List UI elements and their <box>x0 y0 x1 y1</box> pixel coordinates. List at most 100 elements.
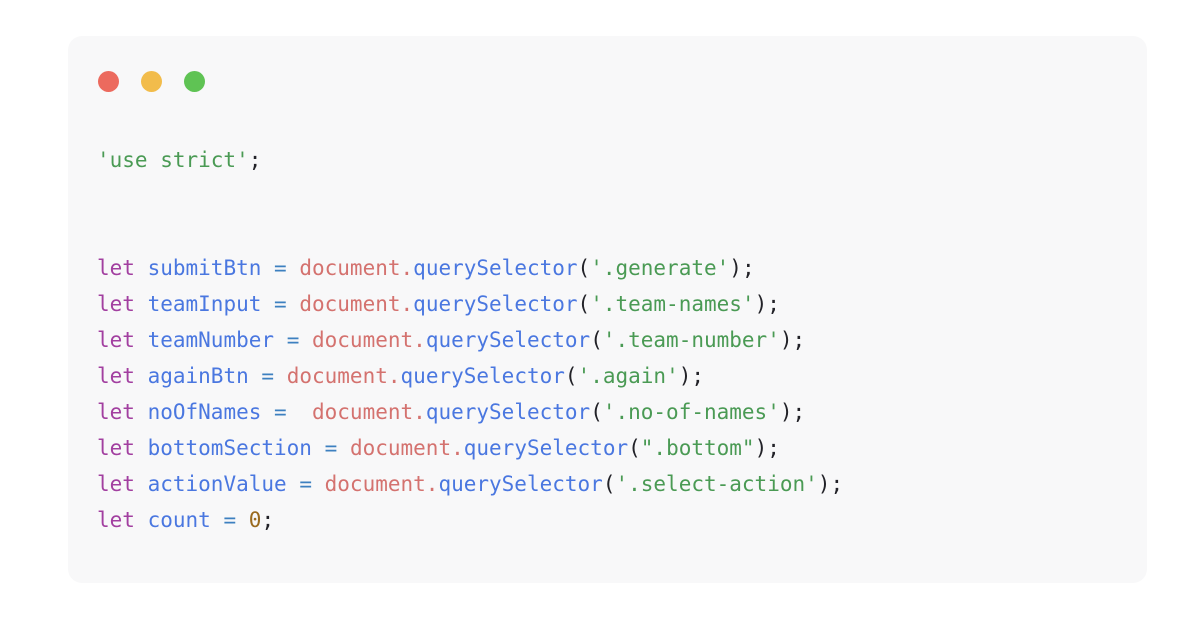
code-token-punct: ; <box>261 508 275 532</box>
code-token-plain <box>135 328 148 352</box>
code-token-operator: = <box>299 472 312 496</box>
code-token-property: querySelector <box>463 436 629 460</box>
code-token-variable: againBtn <box>147 364 249 388</box>
code-line: let againBtn = document.querySelector('.… <box>97 358 1137 394</box>
code-token-punct: ) <box>779 328 793 352</box>
code-line: let submitBtn = document.querySelector('… <box>97 250 1137 286</box>
code-token-plain <box>236 508 249 532</box>
close-dot[interactable] <box>98 71 119 92</box>
code-token-string: '.again' <box>577 364 679 388</box>
code-token-keyword: let <box>97 400 135 424</box>
code-token-operator: = <box>274 292 287 316</box>
code-token-punct: ) <box>779 400 793 424</box>
code-token-property: querySelector <box>438 472 603 496</box>
code-token-keyword: let <box>97 256 135 280</box>
code-token-string: '.generate' <box>590 256 730 280</box>
code-line: let noOfNames = document.querySelector('… <box>97 394 1137 430</box>
code-token-plain <box>135 364 148 388</box>
code-token-string: 'use strict' <box>97 148 249 172</box>
code-token-operator: = <box>274 256 287 280</box>
code-token-punct: ; <box>691 364 705 388</box>
code-token-object: . <box>400 292 414 316</box>
code-token-punct: ; <box>792 400 806 424</box>
code-token-plain <box>261 292 274 316</box>
code-token-keyword: let <box>97 364 135 388</box>
code-token-string: '.select-action' <box>615 472 818 496</box>
code-token-plain <box>299 328 312 352</box>
code-token-plain <box>249 364 262 388</box>
code-token-variable: teamInput <box>147 292 262 316</box>
code-token-operator: = <box>223 508 237 532</box>
code-token-string: '.team-number' <box>602 328 780 352</box>
code-token-punct: ( <box>577 292 591 316</box>
code-line <box>97 178 1137 214</box>
code-line: let teamInput = document.querySelector('… <box>97 286 1137 322</box>
code-token-punct: ; <box>767 292 780 316</box>
code-token-punct: ; <box>792 328 806 352</box>
code-token-plain <box>135 508 148 532</box>
code-token-object: . <box>413 328 426 352</box>
window-controls <box>98 71 205 92</box>
code-token-property: querySelector <box>425 328 591 352</box>
code-token-plain <box>261 256 274 280</box>
code-token-object: . <box>413 400 426 424</box>
code-token-property: querySelector <box>413 292 578 316</box>
code-token-variable: noOfNames <box>147 400 262 424</box>
code-line: let actionValue = document.querySelector… <box>97 466 1137 502</box>
code-token-keyword: let <box>97 328 135 352</box>
code-block[interactable]: 'use strict'; let submitBtn = document.q… <box>97 142 1137 538</box>
code-token-plain <box>312 436 325 460</box>
code-line: 'use strict'; <box>97 142 1137 178</box>
code-token-object: . <box>425 472 439 496</box>
code-token-plain <box>287 472 300 496</box>
code-token-plain <box>337 436 350 460</box>
code-token-plain <box>135 436 148 460</box>
code-token-plain <box>211 508 224 532</box>
maximize-dot[interactable] <box>184 71 205 92</box>
code-token-variable: bottomSection <box>147 436 312 460</box>
code-token-object: document <box>286 364 388 388</box>
code-token-operator: = <box>286 328 300 352</box>
code-window-card: 'use strict'; let submitBtn = document.q… <box>68 36 1147 583</box>
code-token-punct: ; <box>830 472 844 496</box>
code-token-property: querySelector <box>413 256 578 280</box>
code-token-plain <box>274 364 287 388</box>
code-token-variable: submitBtn <box>147 256 262 280</box>
code-token-punct: ) <box>754 292 768 316</box>
code-token-property: querySelector <box>400 364 565 388</box>
code-token-object: . <box>387 364 401 388</box>
code-token-punct: ( <box>577 256 591 280</box>
code-token-punct: ( <box>628 436 641 460</box>
code-token-plain <box>135 292 148 316</box>
code-token-plain <box>312 472 325 496</box>
code-token-variable: count <box>147 508 211 532</box>
code-token-plain <box>135 472 148 496</box>
code-token-plain <box>274 328 287 352</box>
code-token-variable: teamNumber <box>147 328 275 352</box>
code-token-object: document <box>312 400 414 424</box>
code-token-punct: ( <box>602 472 616 496</box>
code-token-object: document <box>312 328 414 352</box>
code-token-object: . <box>451 436 464 460</box>
code-token-variable: actionValue <box>147 472 287 496</box>
code-token-operator: = <box>274 400 287 424</box>
code-token-plain <box>287 400 312 424</box>
code-token-plain <box>287 292 300 316</box>
code-token-keyword: let <box>97 292 135 316</box>
code-token-punct: ( <box>564 364 578 388</box>
code-token-keyword: let <box>97 436 135 460</box>
code-line: let count = 0; <box>97 502 1137 538</box>
code-token-plain <box>261 400 274 424</box>
code-token-object: . <box>400 256 414 280</box>
code-token-keyword: let <box>97 472 135 496</box>
code-token-object: document <box>299 256 401 280</box>
code-token-punct: ( <box>590 400 603 424</box>
code-token-punct: ) <box>678 364 692 388</box>
code-token-operator: = <box>324 436 338 460</box>
minimize-dot[interactable] <box>141 71 162 92</box>
code-token-string: '.no-of-names' <box>602 400 780 424</box>
code-token-plain <box>287 256 300 280</box>
code-token-punct: ) <box>754 436 768 460</box>
code-token-plain <box>135 256 148 280</box>
